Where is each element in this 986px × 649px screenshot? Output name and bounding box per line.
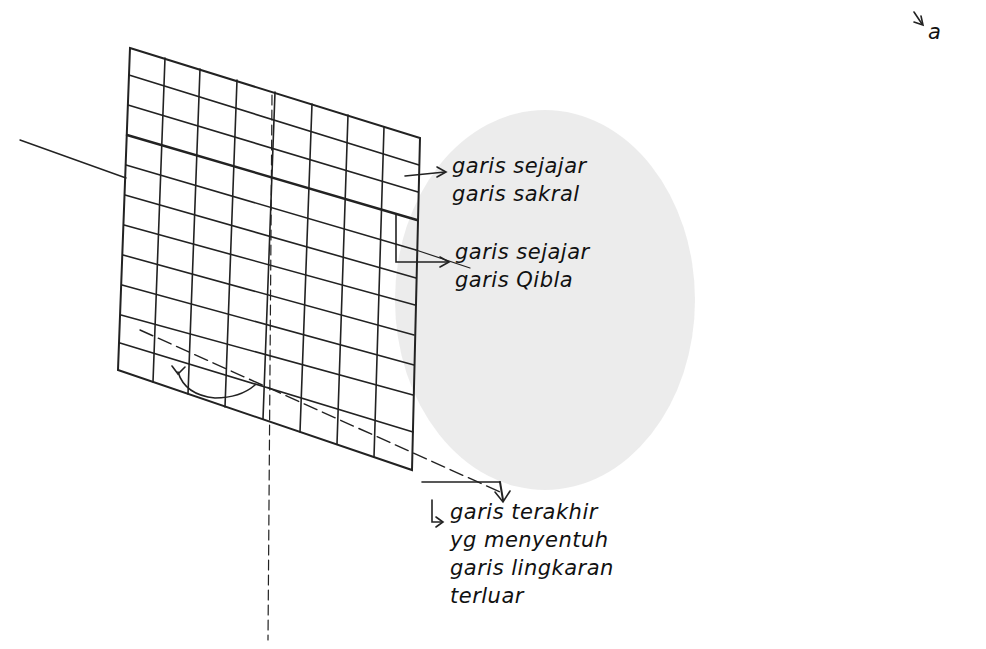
annotation-note: garis sejajar garis Qibla	[455, 238, 625, 294]
annotation-note: garis sejajar garis sakral	[452, 152, 622, 208]
watermark	[395, 110, 695, 490]
annotation-note: garis terakhir yg menyentuh garis lingka…	[450, 498, 622, 610]
axis-letter: a	[928, 18, 968, 46]
